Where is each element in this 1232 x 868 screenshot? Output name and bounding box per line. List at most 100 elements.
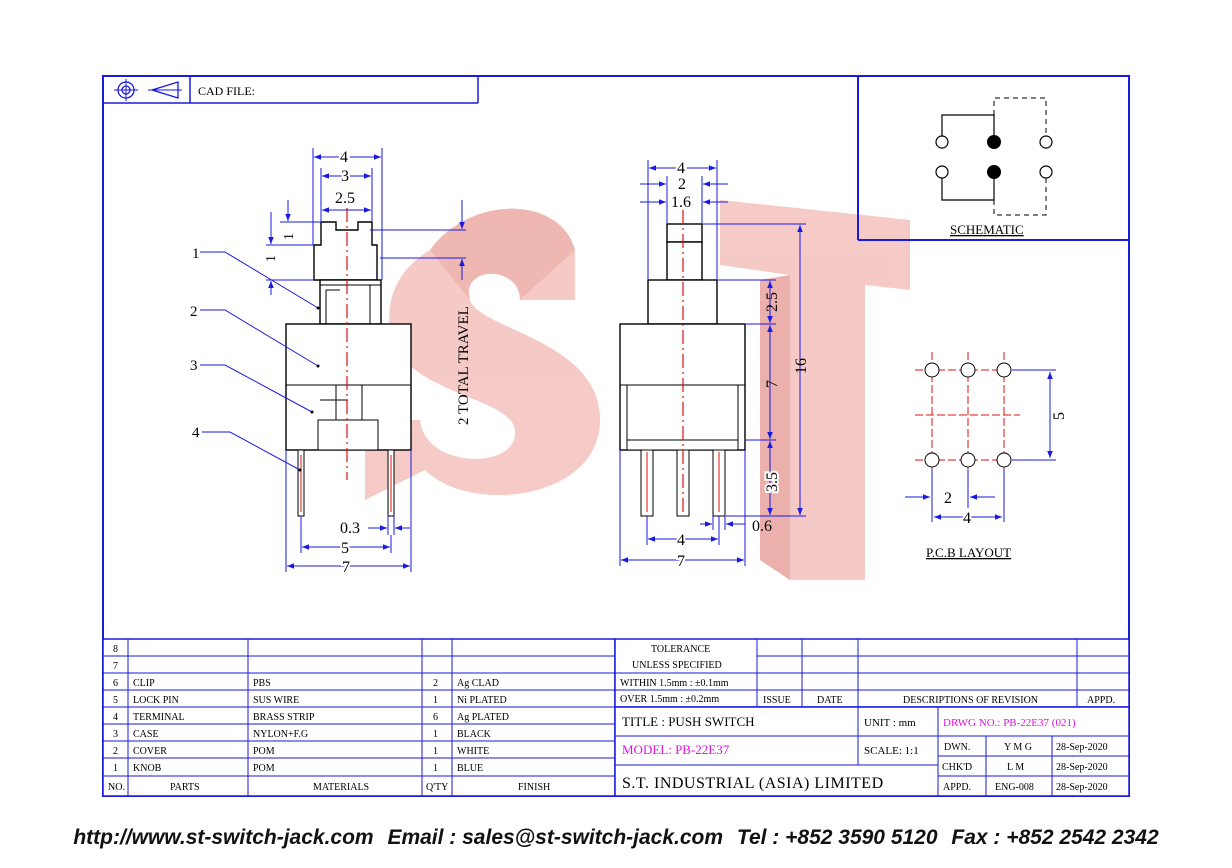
- bom-cell-material: BRASS STRIP: [253, 712, 315, 723]
- bom-cell-material: POM: [253, 763, 275, 774]
- bom-header-no: NO.: [108, 782, 125, 793]
- bom-header-qty: Q'TY: [426, 782, 448, 793]
- callout-1: 1: [192, 246, 200, 262]
- front-dim-knob-h: 2.5: [764, 292, 781, 312]
- side-dim-travel: 2 TOTAL TRAVEL: [456, 306, 472, 425]
- bom-cell-qty: 6: [433, 712, 438, 723]
- bom-cell-material: NYLON+F.G: [253, 729, 308, 740]
- appd-date: 28-Sep-2020: [1056, 782, 1108, 793]
- dwn-name: Y M G: [1004, 742, 1032, 753]
- bom-cell-no: 6: [113, 678, 118, 689]
- bom-cell-no: 7: [113, 661, 118, 672]
- email-link[interactable]: Email : sales@st-switch-jack.com: [387, 826, 724, 849]
- side-dim-mid: 3: [341, 168, 349, 185]
- schematic-label: SCHEMATIC: [950, 222, 1024, 237]
- drawing-number: DRWG NO.: PB-22E37 (021): [943, 717, 1076, 729]
- chkd-label: CHK'D: [942, 762, 972, 773]
- bom-cell-no: 3: [113, 729, 118, 740]
- dwn-date: 28-Sep-2020: [1056, 742, 1108, 753]
- pcb-dim-row: 5: [1051, 412, 1068, 420]
- pcb-layout: 5 2 4 P.C.B LAYOUT: [905, 352, 1068, 560]
- bom-cell-part: KNOB: [133, 763, 162, 774]
- side-dim-pin-span: 5: [341, 540, 349, 557]
- tolerance-within: WITHIN 1.5mm : ±0.1mm: [620, 678, 729, 689]
- bom-cell-material: POM: [253, 746, 275, 757]
- fax-text: Fax : +852 2542 2342: [951, 826, 1159, 849]
- bom-cell-material: SUS WIRE: [253, 695, 299, 706]
- bom-cell-qty: 1: [433, 763, 438, 774]
- bom-cell-qty: 1: [433, 746, 438, 757]
- front-dim-pin-span: 4: [677, 532, 685, 549]
- bom-cell-no: 4: [113, 712, 118, 723]
- bom-cell-no: 8: [113, 644, 118, 655]
- bom-cell-finish: Ag CLAD: [457, 678, 499, 689]
- schematic-panel: SCHEMATIC: [857, 76, 1129, 241]
- front-dim-inner: 1.6: [671, 194, 691, 211]
- revision-desc: DESCRIPTIONS OF REVISION: [903, 695, 1038, 706]
- side-dim-top: 4: [340, 149, 348, 166]
- front-dim-body-w: 7: [677, 553, 685, 570]
- contact-footer: http://www.st-switch-jack.com Email : sa…: [0, 826, 1232, 850]
- model-text: MODEL: PB-22E37: [622, 742, 730, 757]
- title-text: TITLE : PUSH SWITCH: [622, 714, 755, 729]
- tolerance-block: TOLERANCE UNLESS SPECIFIED WITHIN 1.5mm …: [614, 638, 1130, 708]
- bom-cell-material: PBS: [253, 678, 271, 689]
- chkd-name: L M: [1007, 762, 1024, 773]
- scale-text: SCALE: 1:1: [864, 745, 919, 757]
- front-dim-total-h: 16: [793, 358, 810, 374]
- bom-cell-no: 5: [113, 695, 118, 706]
- side-dim-h2: 1: [264, 255, 279, 262]
- bom-cell-part: COVER: [133, 746, 167, 757]
- side-dim-inner: 2.5: [335, 190, 355, 207]
- tolerance-title: TOLERANCE: [651, 644, 710, 655]
- bom-cell-finish: Ni PLATED: [457, 695, 507, 706]
- unit-text: UNIT : mm: [864, 717, 916, 729]
- bom-cell-part: LOCK PIN: [133, 695, 179, 706]
- bom-header-finish: FINISH: [518, 782, 550, 793]
- side-dim-pin-w: 0.3: [340, 520, 360, 537]
- bom-cell-finish: WHITE: [457, 746, 489, 757]
- website-link[interactable]: http://www.st-switch-jack.com: [73, 826, 374, 849]
- bom-cell-qty: 2: [433, 678, 438, 689]
- front-dim-pin-w: 0.6: [752, 518, 772, 535]
- tel-text: Tel : +852 3590 5120: [736, 826, 938, 849]
- bom-header-parts: PARTS: [170, 782, 200, 793]
- bom-table: 8 7 6 CLIP PBS 2 Ag CLAD 5 LOCK PIN SUS WIRE 1 Ni P…: [102, 638, 616, 797]
- bom-header-materials: MATERIALS: [313, 782, 369, 793]
- front-dim-mid: 2: [678, 176, 686, 193]
- tolerance-over: OVER 1.5mm : ±0.2mm: [620, 694, 719, 705]
- side-dim-h1: 1: [282, 233, 297, 240]
- bom-cell-finish: BLUE: [457, 763, 483, 774]
- bom-cell-finish: BLACK: [457, 729, 492, 740]
- cad-header: CAD FILE:: [103, 76, 479, 104]
- callout-3: 3: [190, 358, 198, 374]
- front-view: 4 2 1.6 2.5 7 3.5 16 4 0.6 7: [619, 158, 810, 572]
- pcb-layout-label: P.C.B LAYOUT: [926, 545, 1011, 560]
- bom-cell-finish: Ag PLATED: [457, 712, 509, 723]
- bom-cell-part: CLIP: [133, 678, 155, 689]
- appd-name: ENG-008: [995, 782, 1034, 793]
- appd-label: APPD.: [943, 782, 971, 793]
- dwn-label: DWN.: [944, 742, 970, 753]
- side-view: 4 3 2.5 1 1 2 TOTAL TRAVEL 1 2 3 4: [190, 147, 472, 578]
- bom-cell-no: 1: [113, 763, 118, 774]
- chkd-date: 28-Sep-2020: [1056, 762, 1108, 773]
- front-dim-top: 4: [677, 160, 685, 177]
- revision-issue: ISSUE: [763, 695, 791, 706]
- cad-file-label: CAD FILE:: [198, 84, 255, 98]
- bom-cell-no: 2: [113, 746, 118, 757]
- front-dim-pin-h: 3.5: [764, 472, 781, 492]
- company-name: S.T. INDUSTRIAL (ASIA) LIMITED: [622, 775, 884, 792]
- front-dim-body-h: 7: [764, 380, 781, 388]
- bom-cell-qty: 1: [433, 729, 438, 740]
- bom-cell-part: TERMINAL: [133, 712, 185, 723]
- pcb-dim-span: 4: [963, 510, 971, 527]
- bom-cell-part: CASE: [133, 729, 159, 740]
- callout-4: 4: [192, 425, 200, 441]
- callout-2: 2: [190, 304, 198, 320]
- tolerance-subtitle: UNLESS SPECIFIED: [632, 660, 722, 671]
- revision-date: DATE: [817, 695, 843, 706]
- side-dim-body-w: 7: [342, 559, 350, 576]
- pcb-dim-pitch: 2: [944, 490, 952, 507]
